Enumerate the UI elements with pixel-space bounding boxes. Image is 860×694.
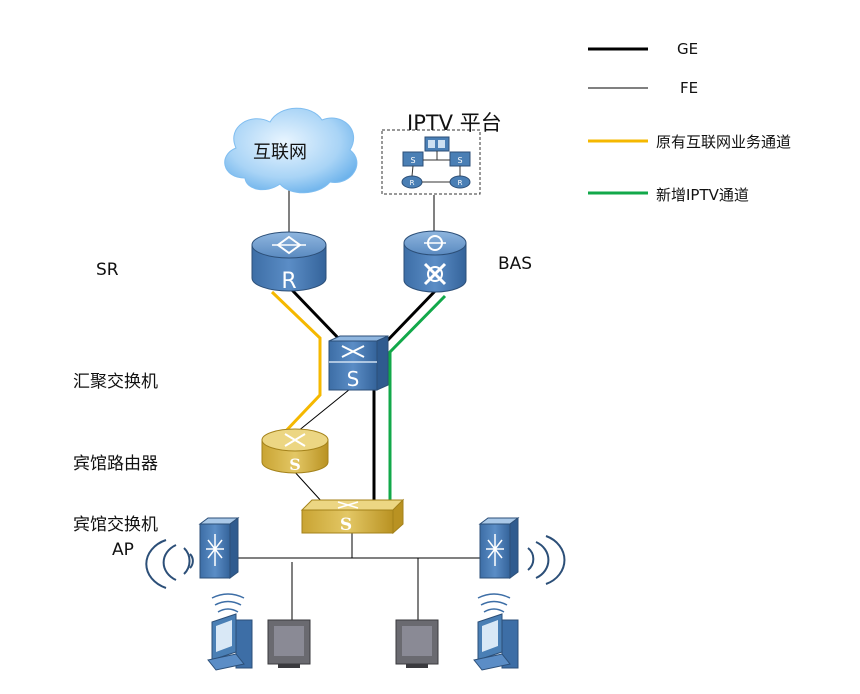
tv-icon — [395, 619, 439, 668]
link-bas-agg-ge — [383, 286, 440, 345]
svg-text:R: R — [410, 179, 415, 187]
legend-ge-text: GE — [677, 40, 699, 58]
legend-internet-path-text: 原有互联网业务通道 — [656, 133, 792, 151]
computer-icon — [207, 593, 253, 671]
switch-icon: S — [449, 151, 471, 167]
sr-router-icon: R — [251, 231, 327, 294]
hotel-switch-label: 宾馆交换机 — [73, 515, 158, 535]
bas-icon — [403, 230, 467, 293]
iptv-path-line — [388, 294, 447, 502]
iptv-platform-group: S S R R — [381, 129, 481, 195]
hotel-router-label: 宾馆路由器 — [73, 454, 158, 474]
sr-label: SR — [96, 260, 119, 280]
bas-label: BAS — [498, 254, 533, 274]
links — [238, 185, 480, 620]
svg-text:S: S — [289, 455, 301, 474]
aggregation-switch-label: 汇聚交换机 — [73, 372, 158, 392]
computer-icon — [473, 593, 519, 671]
svg-text:R: R — [458, 179, 463, 187]
svg-text:S: S — [410, 156, 415, 165]
hotel-router-icon: S — [261, 428, 329, 474]
internet-cloud-icon — [224, 107, 358, 194]
legend-iptv-path-text: 新增IPTV通道 — [656, 186, 749, 204]
access-point-icon — [478, 517, 520, 579]
link-sr-agg-ge — [290, 288, 345, 345]
svg-text:S: S — [457, 156, 462, 165]
svg-text:S: S — [340, 515, 352, 535]
iptv-platform-label: IPTV 平台 — [407, 111, 502, 135]
server-icon — [424, 136, 450, 152]
hotel-switch-icon: S — [300, 498, 405, 535]
aggregation-switch-icon: S — [328, 335, 389, 391]
switch-icon: S — [402, 151, 424, 167]
svg-text:S: S — [347, 367, 360, 391]
wifi-signal-icon — [527, 535, 566, 585]
link-agg-router-fe — [291, 384, 356, 437]
link-router-switch-fe — [292, 469, 324, 504]
router-icon: R — [401, 175, 423, 189]
access-point-icon — [198, 517, 240, 579]
ap-label: AP — [112, 540, 134, 560]
legend-fe-text: FE — [680, 79, 699, 97]
tv-icon — [267, 619, 311, 668]
router-icon: R — [449, 175, 471, 189]
internet-path-line — [270, 290, 322, 436]
svg-text:R: R — [281, 269, 296, 294]
internet-cloud-label: 互联网 — [253, 142, 307, 163]
wifi-signal-icon — [145, 539, 194, 589]
